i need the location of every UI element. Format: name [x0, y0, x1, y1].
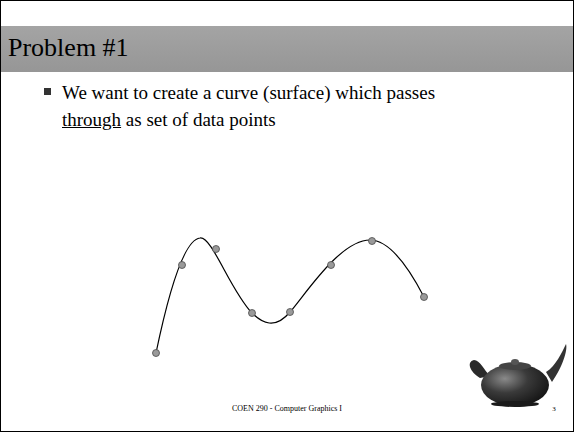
data-point [369, 238, 376, 245]
bullet-square [44, 88, 51, 95]
data-point [287, 309, 294, 316]
interpolating-curve [156, 238, 424, 353]
emphasis-word: through [62, 109, 121, 130]
data-point [328, 262, 335, 269]
data-point [421, 294, 428, 301]
data-point [153, 350, 160, 357]
footer-text: COEN 290 - Computer Graphics I [147, 404, 427, 414]
data-point [213, 246, 220, 253]
data-point [179, 262, 186, 269]
title-band [1, 26, 573, 72]
data-points [153, 238, 428, 357]
bullet-text: We want to create a curve (surface) whic… [62, 79, 457, 133]
data-point [249, 310, 256, 317]
page-number: 3 [544, 405, 564, 414]
slide-title: Problem #1 [8, 32, 129, 64]
teapot-icon [470, 344, 567, 407]
